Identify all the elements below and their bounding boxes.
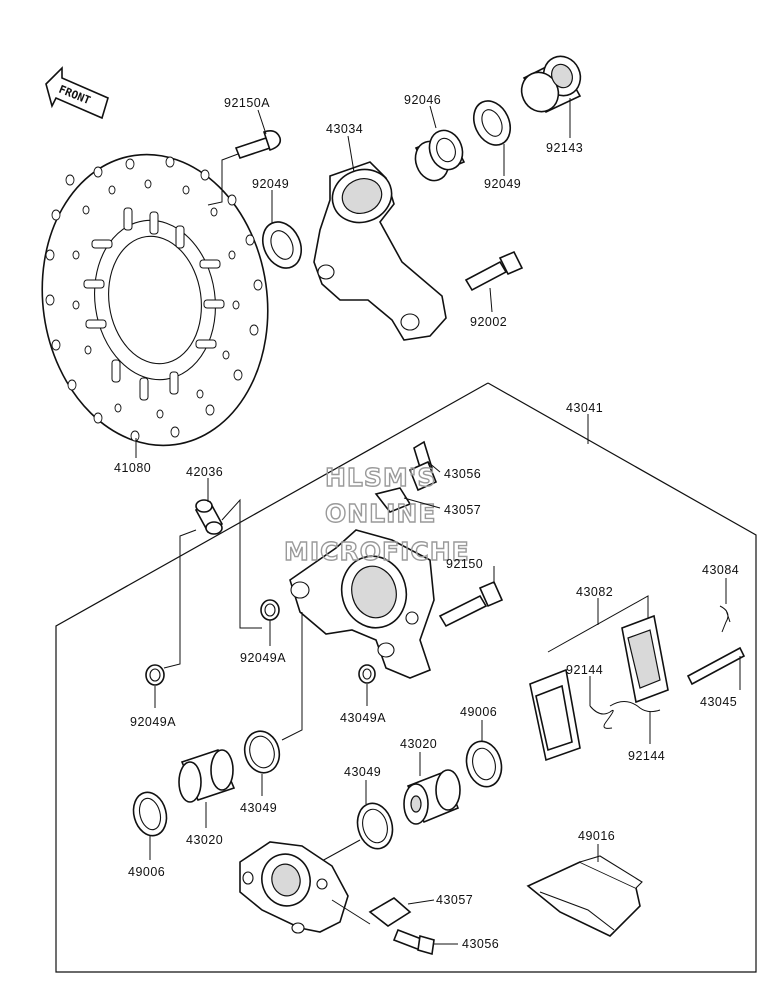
sleeve-42036: [163, 498, 262, 669]
label-43082: 43082: [576, 585, 613, 599]
label-92143: 92143: [546, 141, 583, 155]
label-92049A-b: 92049A: [130, 715, 176, 729]
label-43057-bottom: 43057: [436, 893, 473, 907]
label-43056-top: 43056: [444, 467, 481, 481]
part-labels: 92150A 43034 92046 92049 92049 92143 920…: [114, 93, 739, 951]
seal-43049A: [358, 664, 376, 684]
spring-92144-b: [609, 701, 661, 713]
clip-43084: [719, 605, 731, 633]
label-42036: 42036: [186, 465, 223, 479]
label-43049-right: 43049: [344, 765, 381, 779]
caliper-bracket-43034: [313, 161, 447, 341]
label-92002: 92002: [470, 315, 507, 329]
seal-92049A-a: [260, 599, 280, 621]
brake-pads-43082: [529, 595, 669, 762]
dust-seal-49006-right: [465, 740, 503, 788]
bearing-92046: [414, 129, 466, 182]
front-arrow-icon: FRONT: [45, 66, 109, 120]
label-49016: 49016: [578, 829, 615, 843]
bleeder-valve-43056-bottom: [392, 928, 435, 956]
leader-43049-right: [319, 839, 361, 863]
label-43020-right: 43020: [400, 737, 437, 751]
pad-spring-49016: [526, 855, 643, 937]
label-92144-b: 92144: [628, 749, 665, 763]
label-92049-mid: 92049: [484, 177, 521, 191]
piston-43020-right: [403, 769, 461, 825]
dust-seal-49006-left: [132, 791, 168, 837]
seal-92049A-b: [145, 664, 165, 686]
label-43084: 43084: [702, 563, 739, 577]
label-92049A-a: 92049A: [240, 651, 286, 665]
label-49006-right: 49006: [460, 705, 497, 719]
caliper-assembly-frame: [55, 382, 757, 973]
watermark: HLSM'S ONLINE MICROFICHE: [283, 462, 470, 566]
seal-92049-mid: [472, 100, 512, 146]
watermark-line-3: MICROFICHE: [284, 537, 470, 566]
bolt-92150A: [207, 130, 282, 206]
seal-43049-left: [243, 730, 281, 774]
piston-43020-left: [178, 749, 236, 803]
label-43049-left: 43049: [240, 801, 277, 815]
label-43041: 43041: [566, 401, 603, 415]
label-92150: 92150: [446, 557, 483, 571]
bolt-92002: [464, 250, 524, 292]
bleeder-cap-43057-bottom: [368, 897, 412, 927]
label-92049-top: 92049: [252, 177, 289, 191]
label-43056-bottom: 43056: [462, 937, 499, 951]
seal-43049-right: [356, 802, 394, 850]
spring-92144-a: [589, 705, 614, 729]
bleeder-cap-43057-top: [374, 487, 412, 513]
caliper-body-upper: [281, 529, 435, 741]
watermark-line-2: ONLINE: [325, 499, 436, 528]
caliper-body-lower: [239, 841, 371, 934]
label-43049A: 43049A: [340, 711, 386, 725]
label-43045: 43045: [700, 695, 737, 709]
brake-disc-41080: [41, 153, 269, 447]
label-41080: 41080: [114, 461, 151, 475]
pin-43045: [686, 646, 746, 686]
collar-92143: [520, 55, 582, 114]
label-49006-left: 49006: [128, 865, 165, 879]
label-92144-a: 92144: [566, 663, 603, 677]
watermark-line-1: HLSM'S: [325, 463, 436, 492]
label-92046: 92046: [404, 93, 441, 107]
seal-92049-top: [261, 221, 303, 269]
label-92150A: 92150A: [224, 96, 270, 110]
bolt-92150: [438, 580, 504, 628]
label-43057-top: 43057: [444, 503, 481, 517]
label-43034: 43034: [326, 122, 363, 136]
label-43020-left: 43020: [186, 833, 223, 847]
label-leaders: [135, 98, 741, 945]
bleeder-valve-43056-top: [408, 440, 438, 492]
